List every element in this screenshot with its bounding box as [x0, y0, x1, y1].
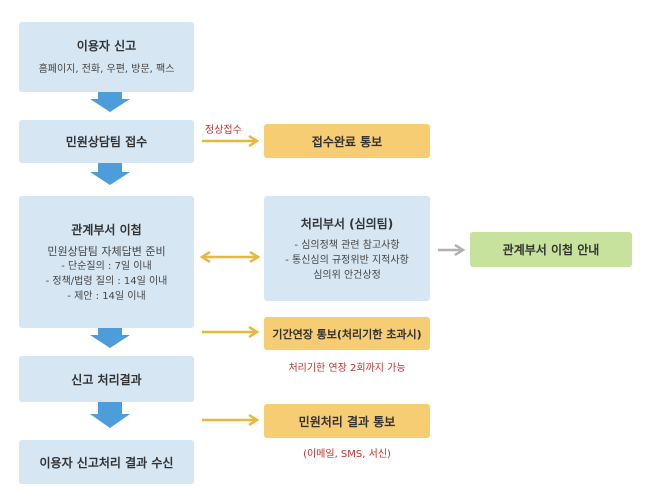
node-extension: 기간연장 통보(처리기한 초과시) — [264, 317, 430, 350]
arrow-receipt-to-notice — [202, 134, 260, 148]
node-result: 신고 처리결과 — [19, 356, 194, 402]
node-receipt-notice: 접수완료 통보 — [264, 124, 430, 158]
node-processing-title: 처리부서 (심의팀) — [300, 216, 394, 231]
down-arrow-3 — [90, 328, 130, 348]
note-extension-limit: 처리기한 연장 2회까지 가능 — [288, 363, 406, 374]
node-receive: 이용자 신고처리 결과 수신 — [19, 440, 194, 484]
note-normal-receipt: 정상접수 — [205, 125, 242, 136]
down-arrow-4 — [90, 402, 130, 428]
node-receipt-title: 민원상담팀 접수 — [65, 135, 148, 149]
transfer-line: - 단순질의 : 7일 이내 — [61, 260, 152, 272]
node-result-title: 신고 처리결과 — [71, 372, 142, 387]
node-report-sub: 홈페이지, 전화, 우편, 방문, 팩스 — [38, 64, 175, 75]
node-transfer-guide-title: 관계부서 이첩 안내 — [502, 243, 600, 257]
node-receipt-notice-title: 접수완료 통보 — [311, 134, 383, 149]
processing-line: 심의위 안건상정 — [313, 269, 381, 281]
transfer-line: - 정책/법령 질의 : 14일 이내 — [45, 275, 168, 287]
node-transfer-lines: 민원상담팀 자체답변 준비 - 단순질의 : 7일 이내 - 정책/법령 질의 … — [46, 244, 168, 304]
node-extension-title: 기간연장 통보(처리기한 초과시) — [272, 327, 422, 341]
transfer-line: 민원상담팀 자체답변 준비 — [47, 244, 166, 258]
node-receipt: 민원상담팀 접수 — [19, 120, 194, 163]
arrow-to-result-notice — [202, 413, 260, 427]
arrow-transfer-processing-bidirectional — [199, 250, 261, 264]
processing-line: - 심의정책 관련 참고사항 — [294, 239, 400, 251]
node-transfer-guide: 관계부서 이첩 안내 — [470, 232, 632, 267]
node-receive-title: 이용자 신고처리 결과 수신 — [39, 455, 174, 470]
node-result-notice-title: 민원처리 결과 통보 — [298, 414, 396, 429]
node-processing-lines: - 심의정책 관련 참고사항 - 통신심의 규정위반 지적사항 심의위 안건상정 — [285, 238, 409, 283]
down-arrow-1 — [90, 92, 130, 112]
note-channels: (이메일, SMS, 서신) — [303, 449, 391, 460]
processing-line: - 통신심의 규정위반 지적사항 — [285, 254, 409, 266]
node-report-title: 이용자 신고 — [76, 39, 137, 53]
arrow-processing-to-guide — [438, 243, 466, 257]
arrow-to-extension — [202, 325, 260, 339]
node-transfer: 관계부서 이첩 민원상담팀 자체답변 준비 - 단순질의 : 7일 이내 - 정… — [19, 196, 194, 328]
down-arrow-2 — [90, 163, 130, 185]
transfer-line: - 제안 : 14일 이내 — [67, 290, 146, 302]
node-transfer-title: 관계부서 이첩 — [71, 222, 142, 237]
node-report: 이용자 신고 홈페이지, 전화, 우편, 방문, 팩스 — [19, 22, 194, 92]
node-result-notice: 민원처리 결과 통보 — [264, 404, 430, 438]
node-processing: 처리부서 (심의팀) - 심의정책 관련 참고사항 - 통신심의 규정위반 지적… — [264, 196, 430, 301]
